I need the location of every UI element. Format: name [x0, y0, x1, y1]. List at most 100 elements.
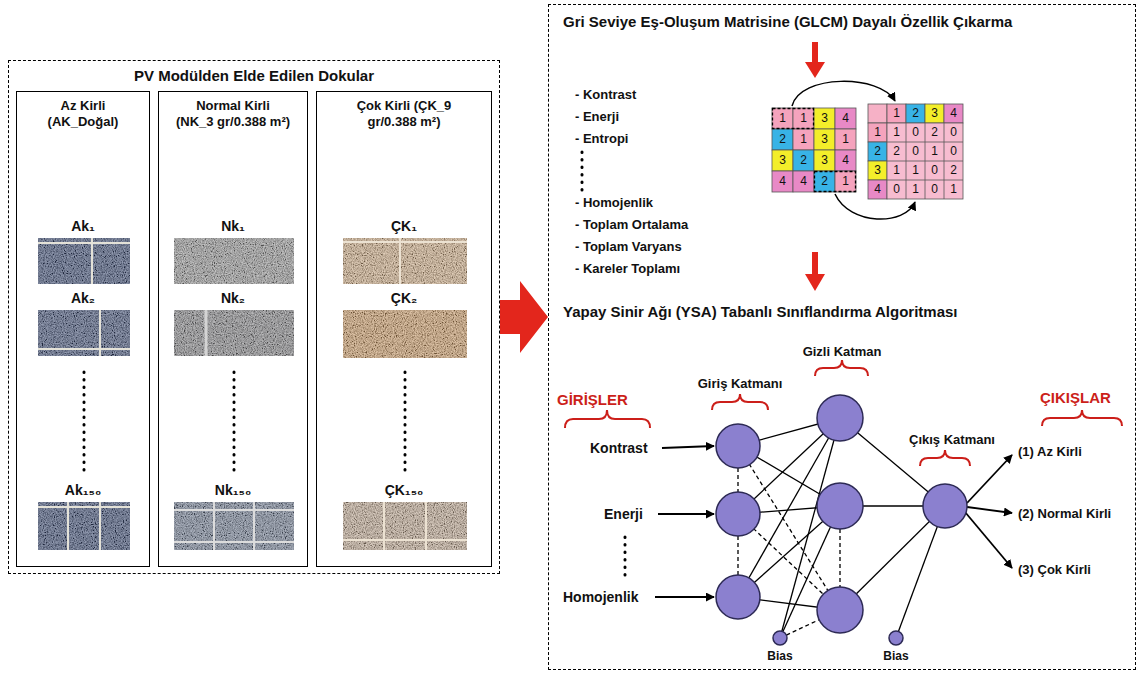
drawing-part	[91, 238, 93, 284]
matrix-cell: 0	[944, 142, 963, 161]
drawing-part	[925, 104, 944, 123]
drawing-part	[565, 410, 650, 428]
output-label: (3) Çok Kirli	[1018, 562, 1091, 578]
section-title: Gri Seviye Eş-Oluşum Matrisine (GLCM) Da…	[563, 13, 1127, 31]
drawing-part	[773, 109, 814, 129]
matrix-cell: 2	[814, 171, 835, 192]
panel-photo	[38, 238, 130, 284]
drawing-part	[581, 152, 584, 190]
drawing-part	[38, 348, 130, 350]
matrix-cell: 1	[944, 180, 963, 199]
drawing-part	[815, 172, 856, 192]
matrix-header: 1	[868, 123, 887, 142]
sample-label: Ak₂	[71, 290, 95, 307]
panel-photo	[343, 238, 467, 284]
drawing-part	[205, 310, 208, 356]
drawing-part	[174, 502, 294, 550]
feature-item: - Homojenlik	[575, 195, 653, 211]
drawing-part	[967, 455, 1012, 503]
drawing-part	[38, 310, 130, 356]
panel-photo	[38, 502, 130, 550]
matrix-cell: 1	[793, 129, 814, 150]
matrix-cell: 1	[772, 108, 793, 129]
drawing-part	[814, 150, 835, 171]
drawing-part	[817, 587, 863, 633]
matrix-cell: 0	[925, 180, 944, 199]
drawing-part	[716, 492, 760, 536]
dashed-panel: PV Modülden Elde Edilen DokularAz Kirli …	[8, 60, 500, 574]
group-heading: GİRİŞLER	[557, 391, 628, 409]
drawing-part	[868, 142, 887, 161]
drawing-part	[38, 502, 130, 550]
sample-label: ÇK₂	[391, 290, 417, 307]
matrix-cell: 2	[944, 161, 963, 180]
matrix-header: 2	[868, 142, 887, 161]
drawing-part	[887, 123, 963, 199]
matrix-cell: 1	[906, 161, 925, 180]
co-occurrence-matrix	[868, 104, 963, 199]
drawing-part	[99, 502, 101, 550]
drawing-part	[174, 238, 294, 284]
input-label: Enerji	[604, 506, 643, 523]
drawing-part	[835, 150, 856, 171]
drawing-part	[38, 242, 130, 244]
drawing-part	[174, 238, 294, 284]
panel-photo	[174, 310, 294, 356]
drawing-part	[716, 575, 760, 619]
sample-label: Ak₁	[71, 218, 95, 235]
drawing-part	[772, 150, 793, 171]
drawing-part	[793, 108, 814, 129]
drawing-part	[343, 502, 467, 550]
feature-item: - Kareler Toplamı	[575, 261, 680, 277]
drawing-part	[425, 502, 427, 550]
layer-label: Çıkış Katmanı	[909, 432, 995, 448]
pair-arrow	[792, 81, 895, 106]
drawing-part	[965, 512, 1012, 568]
matrix-cell: 4	[793, 171, 814, 192]
drawing-part	[815, 360, 868, 376]
panel-photo	[174, 502, 294, 550]
drawing-part	[887, 142, 963, 143]
drawing-part	[814, 108, 835, 129]
drawing-part	[835, 129, 856, 150]
group-heading: ÇIKIŞLAR	[1040, 389, 1111, 407]
sample-label: Nk₁₅₀	[215, 482, 251, 499]
drawing-part	[624, 537, 627, 578]
drawing-part	[343, 539, 467, 541]
panel-title: PV Modülden Elde Edilen Dokular	[13, 67, 495, 85]
panel-photo	[174, 238, 294, 284]
drawing-part	[817, 483, 863, 529]
drawing-part	[889, 631, 903, 645]
drawing-part	[343, 238, 467, 284]
matrix-cell: 0	[925, 161, 944, 180]
drawing-part	[868, 123, 887, 142]
matrix-cell: 3	[814, 129, 835, 150]
drawing-part	[814, 129, 835, 150]
sample-label: ÇK₁₅₀	[385, 482, 424, 499]
drawing-part	[887, 161, 963, 162]
drawing-part	[868, 161, 887, 180]
drawing-part	[737, 468, 738, 492]
matrix-cell: 2	[887, 142, 906, 161]
drawing-part	[404, 372, 407, 470]
texture-column: Çok Kirli (ÇK_9 gr/0.388 m²)ÇK₁ÇK₂ÇK₁₅₀	[316, 91, 492, 567]
drawing-part	[923, 484, 967, 528]
matrix-cell: 4	[772, 171, 793, 192]
output-label: (1) Az Kirli	[1018, 444, 1082, 460]
drawing-part	[343, 310, 467, 358]
drawing-part	[343, 310, 467, 358]
brace	[565, 360, 1122, 466]
matrix-cell: 3	[814, 150, 835, 171]
drawing-part	[38, 506, 130, 508]
drawing-part	[658, 513, 714, 515]
drawing-part	[817, 395, 863, 441]
drawing-part	[716, 424, 760, 468]
matrix-cell: 0	[944, 123, 963, 142]
matrix-header: 1	[887, 104, 906, 123]
drawing-part	[793, 150, 814, 171]
bias-label: Bias	[883, 649, 908, 663]
output-label: (2) Normal Kirli	[1018, 506, 1111, 522]
drawing-part	[399, 238, 401, 284]
